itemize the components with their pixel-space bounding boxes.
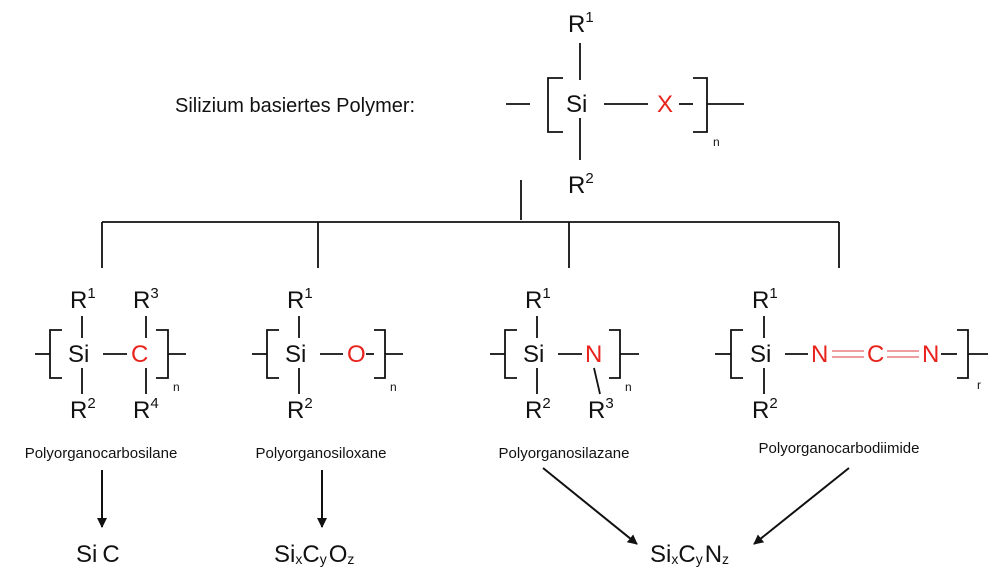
generic-bracket-right [693,77,708,133]
carbodiimide-label: Polyorganocarbodiimide [759,440,920,457]
siloxane-r1: R1 [287,285,313,314]
carbodiimide-r1: R1 [752,285,778,314]
generic-si: Si [566,91,587,118]
silazane-label: Polyorganosilazane [499,445,630,462]
carbodiimide-si: Si [750,341,771,368]
silazane-bracket-left [504,329,517,379]
carbodiimide-n1: N [811,341,828,368]
carbosilane-r4: R4 [133,395,159,424]
carbosilane-label: Polyorganocarbosilane [25,445,178,462]
arrow-carbodiimide-to-sicxny [753,467,850,545]
carbosilane-r1: R1 [70,285,96,314]
carbosilane-c: C [131,341,148,368]
carbosilane-bracket-left [49,329,62,379]
polymer-carbodiimide: R1 Si N C N r R2 Polyorganocarbodiimide [715,285,988,457]
carbodiimide-n2: N [922,341,939,368]
carbodiimide-n: r [977,378,981,392]
generic-polymer: Silizium basiertes Polymer: R1 Si X n R2 [175,9,744,199]
tree-connector [101,180,840,268]
generic-x: X [657,91,673,118]
arrow-silazane-to-sicxny [542,467,638,545]
carbodiimide-bracket-left [730,329,743,379]
polymer-carbosilane: R1 R3 Si C n R2 R4 Polyorganocarbosilane [25,285,186,462]
carbodiimide-c: C [867,341,884,368]
siloxane-bracket-left [266,329,279,379]
polymer-siloxane: R1 Si O n R2 Polyorganosiloxane [252,285,403,462]
carbodiimide-bracket-right [957,329,969,379]
silazane-r1: R1 [525,285,551,314]
silazane-bracket-right [609,329,621,379]
carbosilane-n: n [173,380,180,394]
generic-r1: R1 [568,9,594,38]
silazane-n-atom: N [585,341,602,368]
siloxane-si: Si [285,341,306,368]
carbosilane-bracket-right [156,329,169,379]
silazane-r2: R2 [525,395,551,424]
siloxane-label: Polyorganosiloxane [256,445,387,462]
generic-bracket-left [547,77,563,133]
carbosilane-r3: R3 [133,285,159,314]
siloxane-o: O [347,341,366,368]
carbosilane-r2: R2 [70,395,96,424]
polymer-silazane: R1 Si N n R2 R3 Polyorganosilazane [490,285,639,462]
product-sicxny: SixCyNz [650,541,729,568]
silazane-si: Si [523,341,544,368]
carbosilane-si: Si [68,341,89,368]
generic-r2: R2 [568,170,594,199]
product-sicxoy: SixCyOz [274,541,354,568]
carbodiimide-r2: R2 [752,395,778,424]
generic-n: n [713,135,720,149]
silazane-n: n [625,380,632,394]
generic-polymer-title: Silizium basiertes Polymer: [175,95,415,117]
silazane-bond-r3 [593,367,601,395]
siloxane-n: n [390,380,397,394]
conversion-arrows [97,467,850,545]
siloxane-bracket-right [374,329,386,379]
silazane-r3: R3 [588,395,614,424]
siloxane-r2: R2 [287,395,313,424]
